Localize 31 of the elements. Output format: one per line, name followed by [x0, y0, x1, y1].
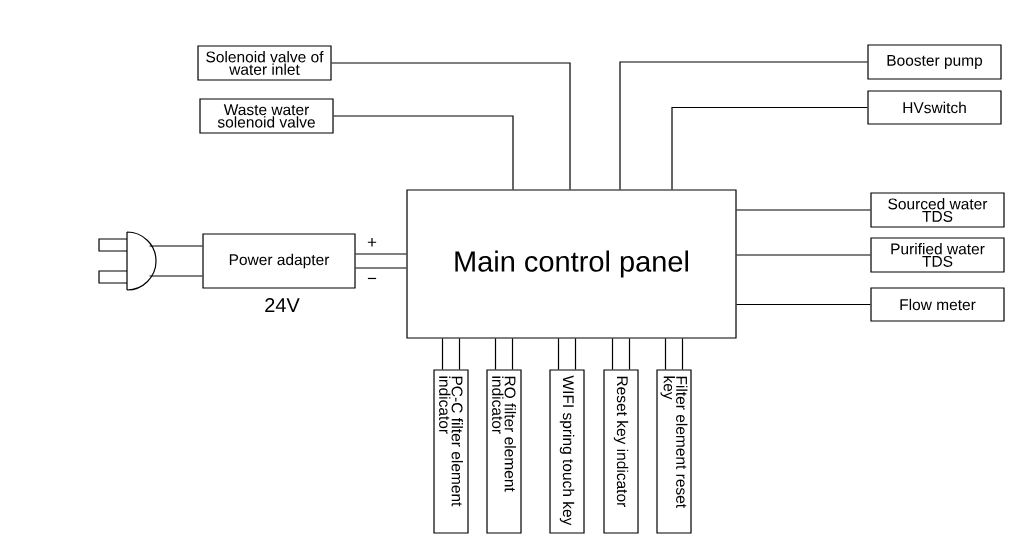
- polarity-sign: −: [367, 277, 377, 280]
- control-panel-box: Main control panel: [406, 189, 737, 339]
- component-box: WIFI spring touch key: [549, 369, 585, 534]
- wire: [333, 115, 514, 190]
- component-box: HVswitch: [867, 90, 1002, 125]
- wire: [355, 253, 407, 269]
- component-box: Solenoid valve of water inlet: [197, 45, 332, 81]
- component-box: PC-C filter element indicator: [433, 369, 469, 534]
- component-box: Sourced water TDS: [870, 192, 1005, 228]
- polarity-sign: +: [367, 238, 377, 247]
- wire: [736, 209, 871, 211]
- component-box: Filter element reset key: [656, 369, 692, 534]
- voltage-label: 24V: [265, 298, 300, 312]
- component-box: Flow meter: [870, 287, 1005, 322]
- wire: [736, 254, 871, 256]
- wire: [664, 338, 684, 370]
- wire: [441, 338, 461, 370]
- wire: [736, 303, 871, 306]
- wire: [619, 61, 868, 190]
- wire: [611, 338, 631, 370]
- component-box: Booster pump: [867, 44, 1002, 80]
- wire: [494, 338, 514, 370]
- wire: [557, 338, 577, 370]
- wire: [671, 106, 868, 190]
- component-box: Purified water TDS: [870, 237, 1005, 273]
- component-box: Power adapter: [202, 233, 356, 289]
- wire: [149, 245, 203, 277]
- wire: [331, 62, 571, 190]
- component-box: Reset key indicator: [603, 369, 639, 534]
- component-box: Waste water solenoid valve: [199, 98, 334, 134]
- plug-drawing: [98, 231, 157, 291]
